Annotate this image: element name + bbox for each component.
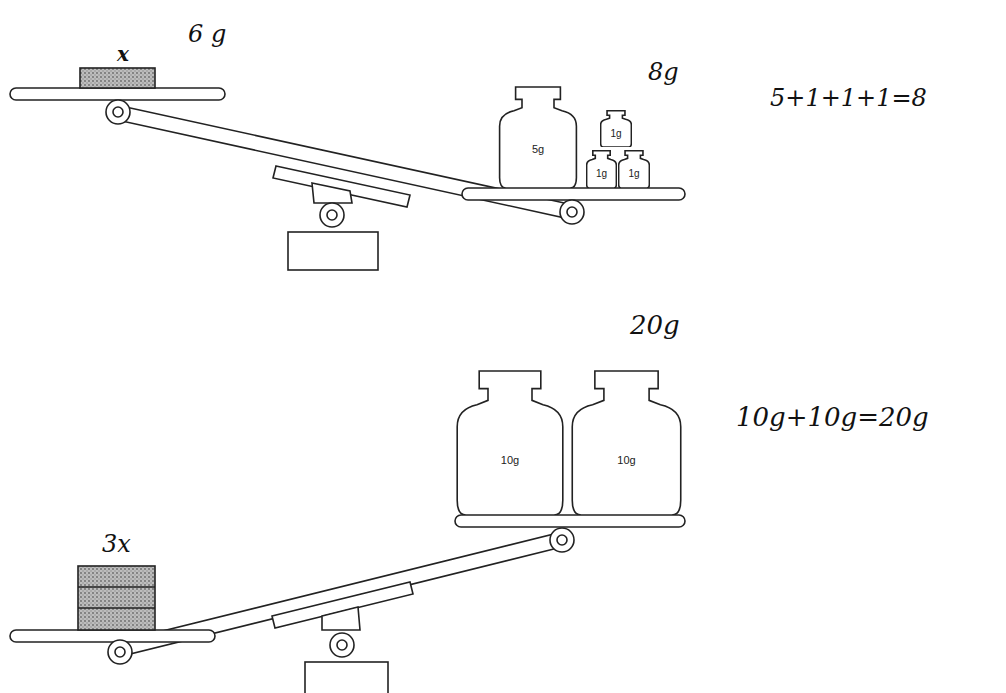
pivot-hub — [337, 640, 347, 650]
weight-label: 5g — [498, 143, 578, 155]
block-3x — [78, 566, 155, 630]
weight-jar: 1g — [586, 150, 617, 188]
pan-hub — [113, 107, 123, 117]
jar-outline — [455, 368, 565, 515]
handwritten-note: 20g — [630, 312, 680, 338]
weight-label: 10g — [455, 454, 565, 466]
weight-label: 1g — [600, 128, 632, 139]
handwritten-note: 3x — [102, 532, 131, 556]
pivot-wheel — [330, 633, 354, 657]
handwritten-note: 10g+10g=20g — [736, 404, 929, 430]
handwritten-note: 8g — [648, 60, 679, 84]
weight-label: 1g — [586, 168, 617, 179]
pivot-bracket — [312, 183, 352, 203]
block-x — [80, 68, 155, 88]
handwritten-note: 5+1+1+1=8 — [770, 86, 927, 110]
weight-jar: 1g — [600, 110, 632, 147]
jar-outline — [570, 368, 683, 515]
weight-jar: 5g — [498, 85, 578, 188]
pan-wheel — [560, 200, 584, 224]
handwritten-note: x — [117, 44, 129, 64]
weight-jar: 1g — [618, 150, 650, 188]
pan-wheel — [550, 528, 574, 552]
pivot-bracket — [322, 607, 360, 630]
right-pan — [462, 188, 685, 200]
handwritten-note: 6 g — [188, 22, 226, 46]
pan-wheel — [106, 100, 130, 124]
left-pan — [10, 88, 225, 100]
weight-jar: 10g — [570, 368, 683, 515]
pan-hub — [115, 647, 125, 657]
block-divider — [78, 586, 155, 588]
left-pan — [10, 630, 215, 642]
weight-jar: 10g — [455, 368, 565, 515]
pan-hub — [567, 207, 577, 217]
right-pan — [455, 515, 685, 527]
pivot-hub — [327, 210, 337, 220]
scale-base — [305, 662, 388, 693]
pan-wheel — [108, 640, 132, 664]
pan-hub — [557, 535, 567, 545]
scale-base — [288, 232, 378, 270]
pivot-wheel — [320, 203, 344, 227]
weight-label: 10g — [570, 454, 683, 466]
block-divider — [78, 607, 155, 609]
beam-plate — [273, 166, 410, 207]
jar-outline — [498, 85, 578, 188]
weight-label: 1g — [618, 168, 650, 179]
